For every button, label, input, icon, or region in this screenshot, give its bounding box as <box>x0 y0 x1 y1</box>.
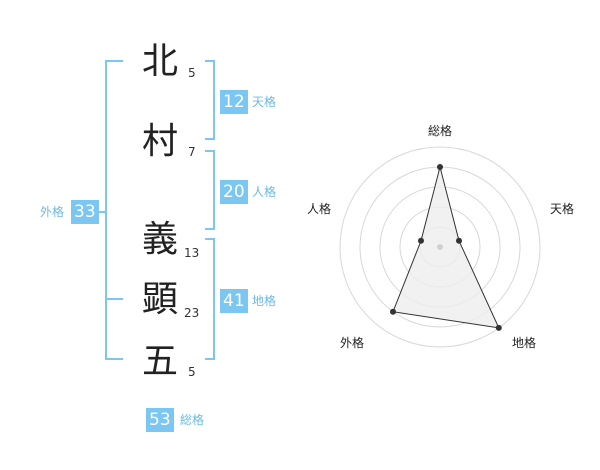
stroke-count-5: 5 <box>188 365 196 379</box>
chikaku-label: 地格 <box>252 294 277 308</box>
radar-axis-label-jinkaku: 人格 <box>307 202 332 216</box>
radar-point-2 <box>456 237 462 244</box>
radar-point-3 <box>495 324 502 331</box>
radar-axis-label-tenkaku: 天格 <box>550 202 575 216</box>
name-char-2: 村 <box>141 121 178 162</box>
gaikaku-label: 外格 <box>40 205 65 219</box>
radar-grid-ring <box>339 146 541 348</box>
soukaku-badge: 53 <box>146 408 174 432</box>
radar-axis-label-chikaku: 地格 <box>512 336 537 350</box>
name-char-4: 顕 <box>141 279 178 320</box>
radar-axis-label-gaikaku: 外格 <box>340 336 365 350</box>
radar-point-1 <box>437 164 443 170</box>
jinkaku-badge: 20 <box>220 180 248 204</box>
stroke-count-2: 7 <box>188 145 196 159</box>
stroke-count-4: 23 <box>184 306 200 320</box>
name-char-1: 北 <box>141 41 178 82</box>
jinkaku-label: 人格 <box>252 185 277 199</box>
radar-polygon <box>392 166 500 329</box>
gaikaku-badge: 33 <box>71 200 99 224</box>
soukaku-label: 総格 <box>180 413 205 427</box>
name-char-5: 五 <box>141 341 178 382</box>
name-char-3: 義 <box>141 219 178 260</box>
chikaku-badge: 41 <box>220 289 248 313</box>
stroke-count-3: 13 <box>184 246 200 260</box>
tenkaku-badge: 12 <box>220 90 248 114</box>
radar-point-5 <box>418 237 424 244</box>
radar-axis-label-soukaku: 総格 <box>428 124 453 138</box>
radar-point-4 <box>390 308 396 315</box>
radar-center-dot <box>437 244 443 250</box>
stroke-count-1: 5 <box>188 66 196 80</box>
tenkaku-label: 天格 <box>252 95 277 109</box>
